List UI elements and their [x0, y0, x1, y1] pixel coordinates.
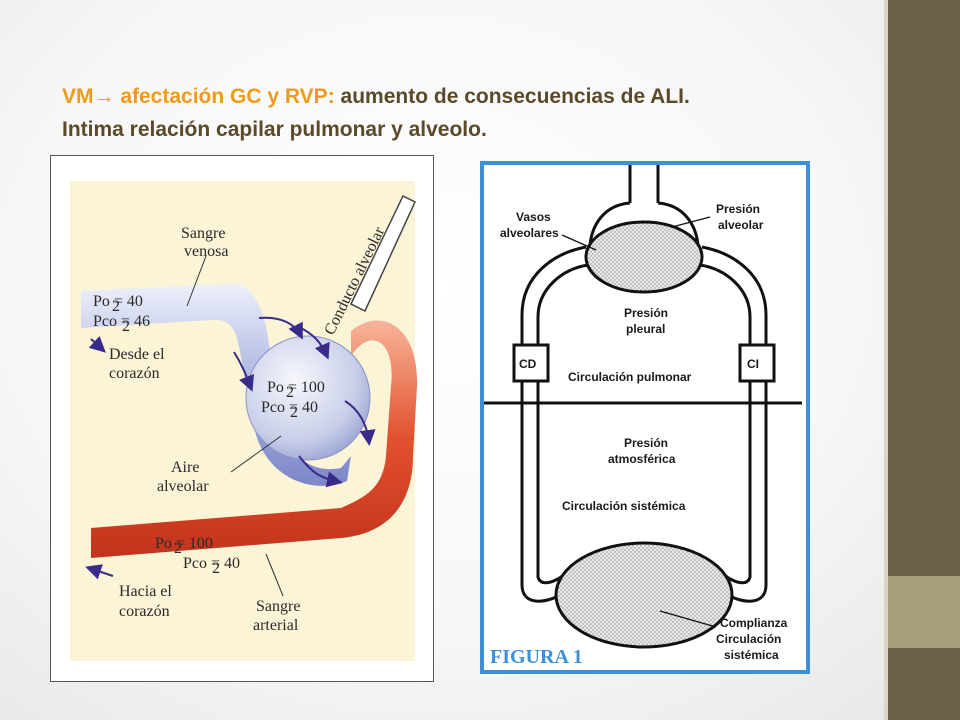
arterial-pco-sub: 2	[212, 560, 220, 577]
venous-pco-sub: 2	[122, 318, 130, 335]
arterial-label-2: arterial	[253, 617, 299, 634]
pulmonary-circulation-label: Circulación pulmonar	[568, 370, 692, 384]
systemic-compliance-ellipse	[554, 541, 734, 649]
leader-air	[230, 435, 282, 473]
alveolar-duct	[350, 194, 416, 313]
systemic-circulation-label: Circulación sistémica	[562, 499, 686, 513]
alveolar-pco: Pco = 40	[261, 399, 318, 416]
venous-label-2: venosa	[184, 243, 228, 260]
arterial-po: Po = 100	[155, 535, 213, 552]
to-heart-1: Hacia el	[119, 583, 172, 600]
atmospheric-pressure-2: atmosférica	[608, 452, 676, 466]
arterial-po-sub: 2	[174, 540, 182, 557]
pleural-pressure-1: Presión	[624, 306, 668, 320]
arrow-icon: →	[93, 85, 115, 108]
ci-box	[738, 343, 776, 383]
figure-label: FIGURA 1	[490, 646, 583, 668]
flow-arrow-3	[344, 400, 376, 446]
side-accent-block	[888, 576, 960, 648]
alveolar-chamber-top	[588, 201, 700, 246]
alveolar-air-2: alveolar	[157, 478, 209, 495]
to-heart-2: corazón	[119, 603, 170, 620]
side-strip	[884, 0, 888, 720]
pulmonary-vessel-outer	[520, 245, 768, 353]
title-accent: afectación GC y RVP:	[114, 85, 335, 108]
pressure-circulation-figure: CD CI Vasos alveolares Presión alveolar …	[480, 161, 810, 674]
compliance-1: Complianza	[720, 616, 788, 630]
alveolar-pressure-2: alveolar	[718, 218, 764, 232]
title-line-1: VM→ afectación GC y RVP: aumento de cons…	[62, 80, 862, 113]
title-prefix: VM	[62, 85, 94, 108]
pleural-pressure-2: pleural	[626, 322, 665, 336]
alveolar-po-sub: 2	[286, 384, 294, 401]
from-heart-2: corazón	[109, 365, 160, 382]
trachea-walls	[628, 165, 660, 203]
atmospheric-pressure-1: Presión	[624, 436, 668, 450]
flow-arrow-1	[258, 316, 303, 340]
pressure-circulation-svg: CD CI Vasos alveolares Presión alveolar …	[484, 165, 802, 668]
pulmonary-vessel-inner	[536, 263, 752, 353]
alveolar-vessels-1: Vasos	[516, 210, 551, 224]
arterial-pco: Pco = 40	[183, 555, 240, 572]
outgoing-arrow	[85, 564, 114, 580]
title-line-2: Intima relación capilar pulmonar y alveo…	[62, 118, 487, 141]
venous-label-1: Sangre	[181, 225, 225, 242]
flow-arrow-4	[298, 455, 343, 488]
incoming-arrow	[88, 335, 106, 353]
compliance-2: Circulación	[716, 632, 781, 646]
cd-label: CD	[519, 357, 537, 371]
arterial-vessel	[91, 320, 418, 558]
leader-vessels	[561, 234, 597, 251]
alveolus-gas-exchange-svg: Conducto alveolar Sangre venosa Po = 40 …	[70, 181, 418, 661]
arterial-label-1: Sangre	[256, 598, 300, 615]
cd-box	[512, 343, 550, 383]
alveolus-gas-exchange-diagram: Conducto alveolar Sangre venosa Po = 40 …	[50, 155, 434, 682]
alveolus-sphere	[245, 335, 371, 461]
title-rest: aumento de consecuencias de ALI.	[334, 85, 690, 108]
alveolar-air-1: Aire	[171, 459, 199, 476]
alveolar-pco-sub: 2	[290, 404, 298, 421]
flow-arrow-5	[298, 326, 330, 360]
systemic-vessel-left	[520, 381, 565, 603]
leader-arterial	[265, 553, 284, 597]
alveolus-ellipse	[584, 220, 704, 294]
from-heart-1: Desde el	[109, 346, 165, 363]
venous-po-sub: 2	[112, 298, 120, 315]
alveolar-pressure-1: Presión	[716, 202, 760, 216]
leader-alveolar-pressure	[671, 216, 711, 228]
systemic-vessel-right	[723, 381, 768, 603]
alveolar-vessels-2: alveolares	[500, 226, 559, 240]
flow-arrow-2	[233, 351, 254, 392]
leader-compliance	[659, 610, 717, 628]
venous-pco: Pco = 46	[93, 313, 150, 330]
alveolar-po: Po = 100	[267, 379, 325, 396]
ci-label: CI	[747, 357, 759, 371]
venous-po: Po = 40	[93, 293, 143, 310]
leader-venous	[186, 255, 207, 307]
slide-title: VM→ afectación GC y RVP: aumento de cons…	[62, 80, 862, 146]
compliance-3: sistémica	[724, 648, 779, 662]
